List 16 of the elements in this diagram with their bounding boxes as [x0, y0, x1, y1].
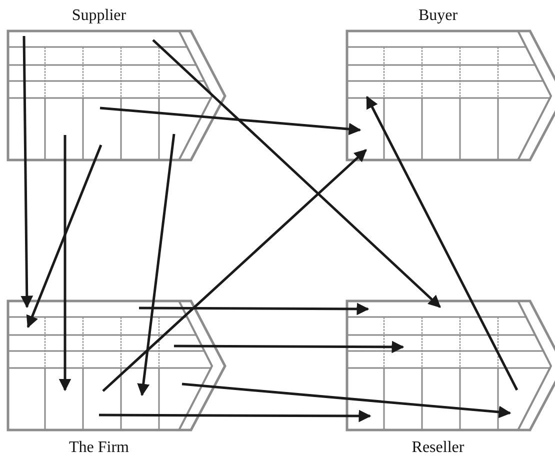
node-heading: Supplier: [70, 6, 128, 26]
arrow: [182, 382, 512, 418]
arrow: [174, 340, 404, 354]
arrow: [139, 302, 370, 316]
arrow: [58, 135, 72, 392]
node-heading: Buyer: [417, 6, 459, 26]
arrow: [366, 96, 518, 391]
node-heading: Reseller: [410, 438, 466, 458]
arrow: [152, 39, 441, 308]
arrow: [99, 410, 372, 422]
arrow: [102, 149, 367, 392]
arrow: [20, 36, 34, 308]
node-heading: The Firm: [68, 438, 130, 458]
arrow: [100, 106, 362, 136]
arrow: [137, 134, 176, 396]
arrow: [26, 144, 102, 328]
